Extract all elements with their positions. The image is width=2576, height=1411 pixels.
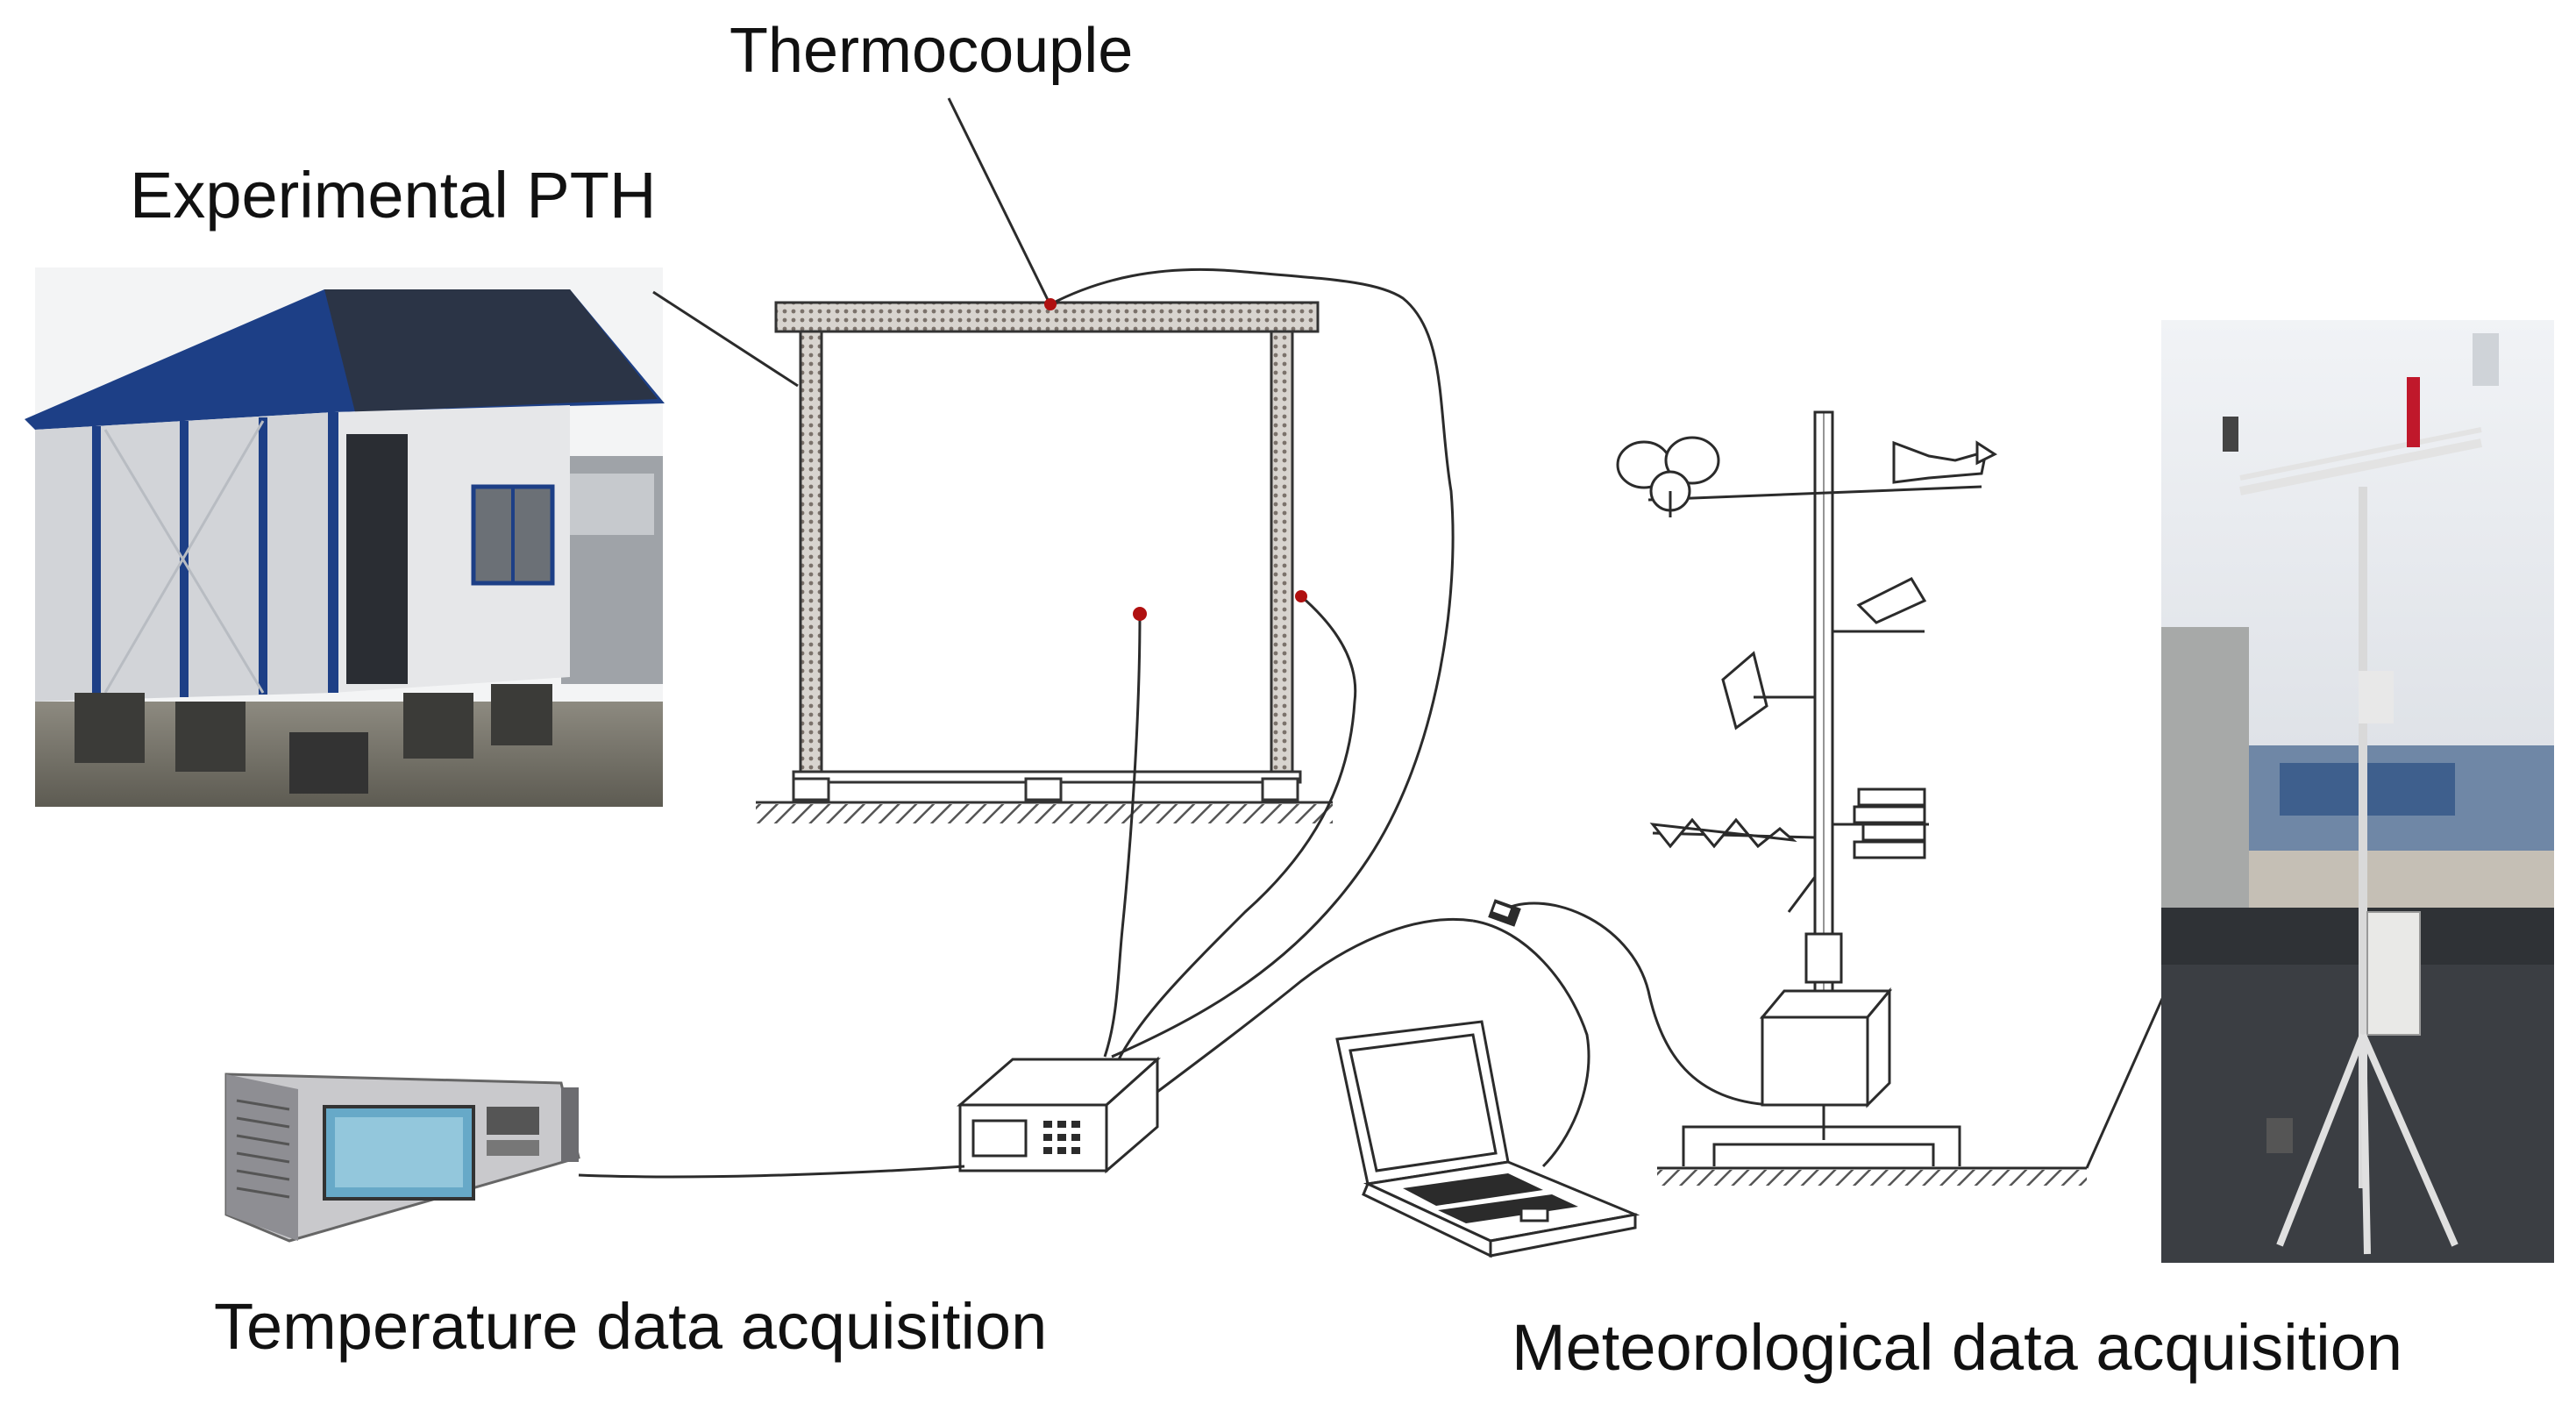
- logger-cable: [578, 1165, 965, 1179]
- station-leader-line: [2085, 990, 2167, 1169]
- ground-hatch: [1657, 1170, 2087, 1186]
- weather-mast-sketch: [1616, 410, 2087, 1170]
- data-logger-device: [224, 1073, 580, 1243]
- thermocouple-label: Thermocouple: [729, 16, 1134, 86]
- pth-leader-line: [652, 290, 799, 388]
- thermocouple-sensor-dots: [1044, 298, 1307, 621]
- desktop-acquisition-unit: [956, 1056, 1161, 1174]
- thermocouple-leader-line: [947, 97, 1052, 306]
- prefab-house-photo: [25, 267, 665, 807]
- house-section-sketch: [756, 301, 1333, 823]
- experimental-pth-label: Experimental PTH: [130, 159, 657, 232]
- laptop-cables: [1156, 901, 1772, 1168]
- weather-station-photo: [2161, 320, 2554, 1263]
- temperature-acquisition-label: Temperature data acquisition: [214, 1290, 1048, 1363]
- meteorological-acquisition-label: Meteorological data acquisition: [1512, 1311, 2403, 1384]
- usb-connector-icon: [1488, 899, 1521, 927]
- thermocouple-wires: [1050, 267, 1455, 1062]
- laptop-icon: [1335, 1020, 1640, 1258]
